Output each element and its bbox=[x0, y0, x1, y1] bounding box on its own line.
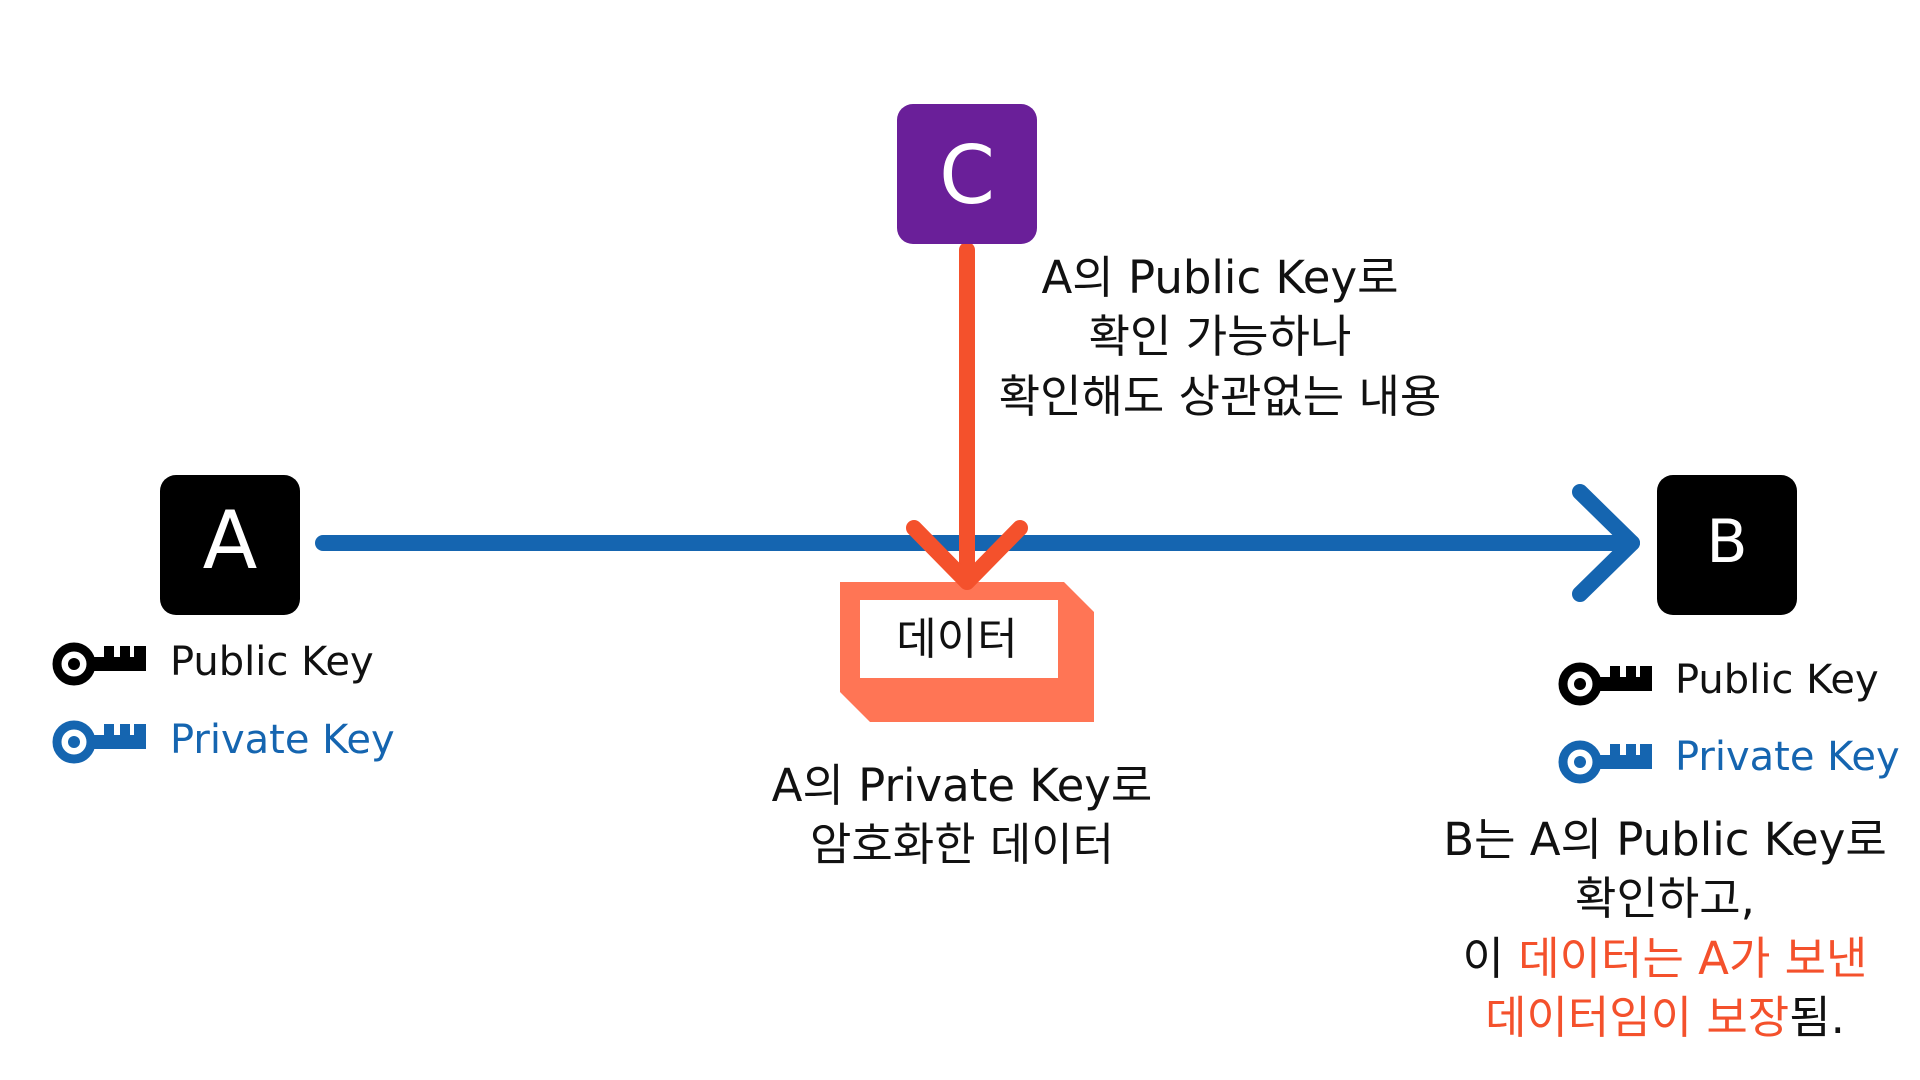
key-icon bbox=[1563, 666, 1652, 701]
caption-b-line-1: B는 A의 Public Key로 bbox=[1443, 813, 1887, 866]
intercept-arrow-c-to-data bbox=[906, 242, 1028, 590]
node-a: A bbox=[160, 475, 300, 615]
caption-c-line: 확인해도 상관없는 내용 bbox=[998, 369, 1442, 423]
data-box: 데이터 bbox=[840, 582, 1094, 722]
node-c: C bbox=[897, 104, 1037, 244]
caption-data-line: 암호화한 데이터 bbox=[809, 818, 1115, 872]
data-box-label: 데이터 bbox=[896, 614, 1017, 665]
legend-b-private-key: Private Key bbox=[1675, 734, 1900, 780]
legend-b: Public Key Private Key bbox=[1563, 657, 1900, 780]
legend-a-public-key: Public Key bbox=[170, 639, 374, 685]
node-b: B bbox=[1657, 475, 1797, 615]
legend-a-private-key: Private Key bbox=[170, 717, 395, 763]
node-b-label: B bbox=[1706, 507, 1747, 577]
caption-c-line: 확인 가능하나 bbox=[1088, 310, 1352, 364]
key-icon bbox=[57, 724, 146, 759]
caption-b-line-4-highlight: 데이터임이 보장 bbox=[1485, 991, 1790, 1045]
caption-data-line: A의 Private Key로 bbox=[771, 759, 1153, 812]
key-icon bbox=[57, 646, 146, 681]
node-c-label: C bbox=[939, 129, 995, 222]
legend-b-public-key: Public Key bbox=[1675, 657, 1879, 703]
legend-a: Public Key Private Key bbox=[57, 639, 395, 763]
flow-arrow-a-to-b bbox=[315, 484, 1640, 602]
caption-b-line-4-suffix: 됨. bbox=[1789, 991, 1845, 1045]
caption-b-line-2: 확인하고, bbox=[1575, 872, 1755, 926]
node-a-label: A bbox=[203, 494, 258, 587]
caption-b-note: B는 A의 Public Key로 확인하고, 이 데이터는 A가 보낸 데이터… bbox=[1430, 810, 1900, 1048]
caption-c-note: A의 Public Key로 확인 가능하나 확인해도 상관없는 내용 bbox=[980, 248, 1460, 426]
caption-b-line-3-highlight: 데이터는 A가 보낸 bbox=[1518, 931, 1868, 985]
caption-c-line: A의 Public Key로 bbox=[1041, 251, 1399, 304]
caption-b-line-3-prefix: 이 bbox=[1462, 931, 1519, 985]
caption-b-line-3: 이 데이터는 A가 보낸 bbox=[1430, 929, 1900, 988]
key-icon bbox=[1563, 744, 1652, 779]
caption-b-line-4: 데이터임이 보장됨. bbox=[1430, 988, 1900, 1047]
caption-data-note: A의 Private Key로 암호화한 데이터 bbox=[752, 756, 1172, 875]
